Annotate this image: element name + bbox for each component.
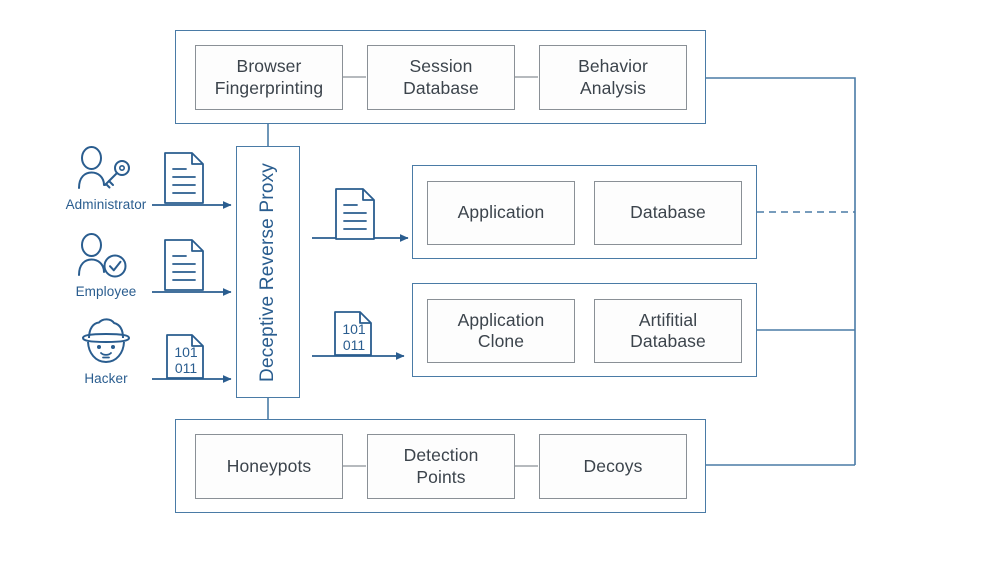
node-line-2: Points bbox=[416, 466, 466, 487]
node-line-1: Application bbox=[457, 202, 545, 223]
node-decoys[interactable]: Decoys bbox=[539, 434, 687, 499]
node-line-1: Browser bbox=[236, 56, 302, 77]
document-binary-icon-malicious-forward: 101 011 bbox=[332, 309, 376, 362]
actor-administrator[interactable]: Administrator bbox=[58, 142, 154, 212]
node-detection-points[interactable]: Detection Points bbox=[367, 434, 515, 499]
node-browser-fingerprinting[interactable]: Browser Fingerprinting bbox=[195, 45, 343, 110]
node-line-1: Detection bbox=[403, 445, 479, 466]
node-session-database[interactable]: Session Database bbox=[367, 45, 515, 110]
deceptive-reverse-proxy[interactable]: Deceptive Reverse Proxy bbox=[236, 146, 300, 398]
node-honeypots[interactable]: Honeypots bbox=[195, 434, 343, 499]
user-key-icon bbox=[58, 142, 154, 194]
document-binary-icon-hacker-request: 101 011 bbox=[164, 332, 208, 385]
group-identification: Browser Fingerprinting Session Database … bbox=[175, 30, 706, 124]
hacker-hat-face-icon bbox=[58, 316, 154, 368]
document-lines-icon-employee-request bbox=[162, 237, 208, 298]
actor-hacker-label: Hacker bbox=[84, 371, 128, 386]
node-behavior-analysis[interactable]: Behavior Analysis bbox=[539, 45, 687, 110]
node-line-1: Honeypots bbox=[226, 455, 312, 476]
document-lines-icon-admin-request bbox=[162, 150, 208, 211]
wire-identification-to-bus bbox=[706, 77, 856, 465]
user-check-icon bbox=[58, 229, 154, 281]
node-line-2: Database bbox=[403, 77, 479, 98]
actor-employee-label: Employee bbox=[75, 284, 137, 299]
node-line-1: Behavior bbox=[578, 56, 648, 77]
actor-hacker[interactable]: Hacker bbox=[58, 316, 154, 386]
group-detection-internal-links bbox=[342, 465, 538, 467]
document-lines-icon-legit-forward bbox=[333, 186, 379, 247]
node-line-2: Fingerprinting bbox=[214, 77, 324, 98]
node-line-1: Session bbox=[409, 56, 473, 77]
node-application[interactable]: Application bbox=[427, 181, 575, 245]
group-detection: Honeypots Detection Points Decoys bbox=[175, 419, 706, 513]
node-line-1: Decoys bbox=[583, 455, 643, 476]
group-production: Application Database bbox=[412, 165, 757, 259]
group-identification-internal-links bbox=[342, 76, 538, 78]
node-application-clone[interactable]: Application Clone bbox=[427, 299, 575, 363]
actor-administrator-label: Administrator bbox=[65, 197, 147, 212]
node-line-2: Clone bbox=[477, 331, 525, 351]
node-artifitial-database[interactable]: Artifitial Database bbox=[594, 299, 742, 363]
node-line-2: Database bbox=[630, 331, 706, 351]
node-line-1: Artifitial bbox=[638, 309, 698, 330]
group-deception: Application Clone Artifitial Database bbox=[412, 283, 757, 377]
node-line-1: Database bbox=[630, 202, 706, 223]
node-line-1: Application bbox=[457, 309, 545, 330]
node-database[interactable]: Database bbox=[594, 181, 742, 245]
node-line-2: Analysis bbox=[580, 77, 646, 98]
actor-employee[interactable]: Employee bbox=[58, 229, 154, 299]
deceptive-reverse-proxy-label: Deceptive Reverse Proxy bbox=[257, 162, 278, 382]
